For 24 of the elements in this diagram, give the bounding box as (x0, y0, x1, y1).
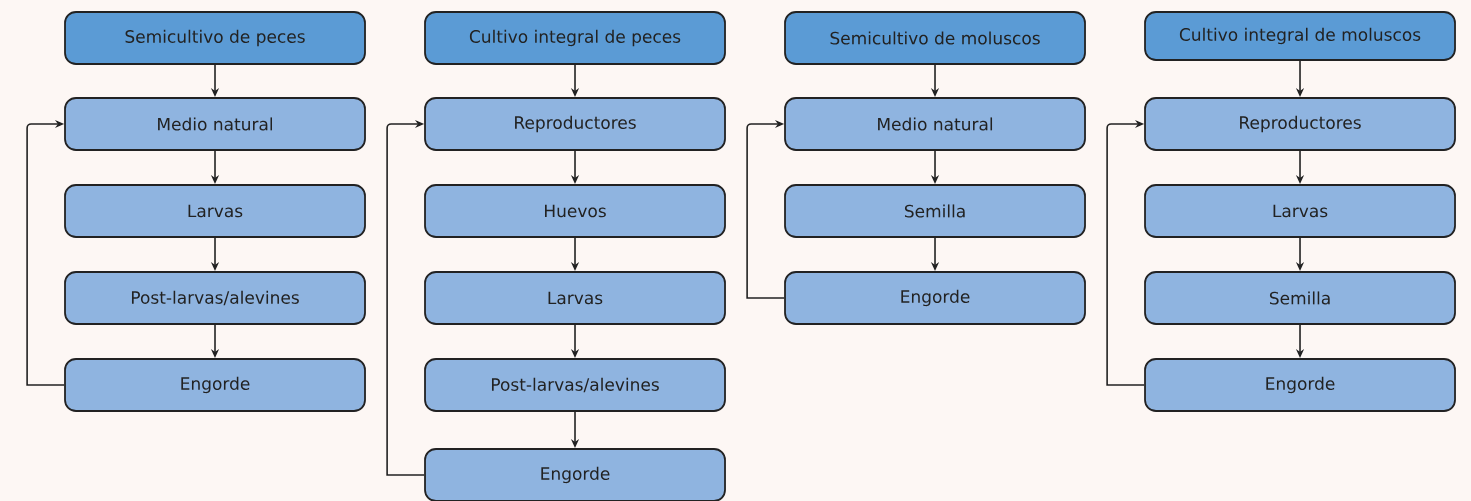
heading-box: Cultivo integral de peces (424, 11, 726, 65)
stage-box: Engorde (1144, 358, 1456, 412)
stage-box: Post-larvas/alevines (64, 271, 366, 325)
stage-box: Engorde (64, 358, 366, 412)
heading-box: Semicultivo de peces (64, 11, 366, 65)
stage-box: Reproductores (424, 97, 726, 151)
feedback-arrow (26, 119, 65, 386)
feedback-arrow (386, 119, 425, 476)
stage-box: Medio natural (64, 97, 366, 151)
stage-box: Engorde (784, 271, 1086, 325)
stage-box: Medio natural (784, 97, 1086, 151)
stage-box: Semilla (784, 184, 1086, 238)
stage-box: Huevos (424, 184, 726, 238)
stage-box: Larvas (64, 184, 366, 238)
feedback-arrow (746, 119, 785, 299)
heading-box: Semicultivo de moluscos (784, 11, 1086, 65)
stage-box: Semilla (1144, 271, 1456, 325)
stage-box: Post-larvas/alevines (424, 358, 726, 412)
stage-box: Larvas (424, 271, 726, 325)
stage-box: Reproductores (1144, 97, 1456, 151)
feedback-arrow (1106, 119, 1145, 386)
stage-box: Larvas (1144, 184, 1456, 238)
stage-box: Engorde (424, 448, 726, 501)
heading-box: Cultivo integral de moluscos (1144, 11, 1456, 61)
